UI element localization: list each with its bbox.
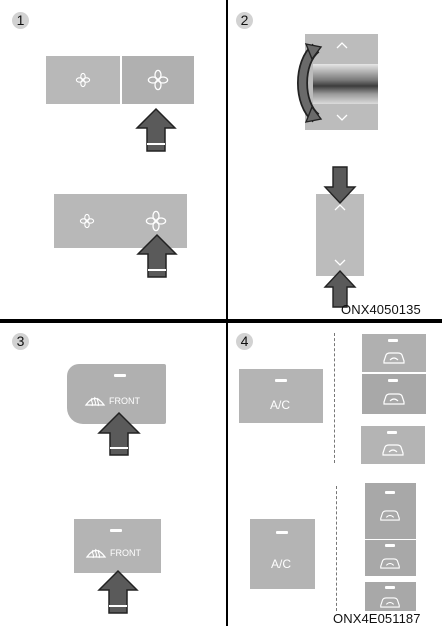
recirculation-car-icon bbox=[380, 597, 400, 608]
chevron-down-icon bbox=[334, 259, 346, 266]
push-arrow-icon bbox=[323, 269, 357, 308]
dashed-separator bbox=[334, 333, 335, 463]
ac-button[interactable]: A/C bbox=[239, 369, 323, 423]
front-defrost-icon bbox=[85, 548, 107, 559]
fan-down-button[interactable] bbox=[46, 56, 120, 104]
front-defrost-icon bbox=[84, 396, 106, 407]
indicator-light bbox=[385, 544, 395, 547]
recirculation-button[interactable] bbox=[365, 483, 416, 539]
ac-label: A/C bbox=[270, 398, 291, 412]
recirculation-car-icon bbox=[383, 352, 405, 364]
fan-icon bbox=[75, 72, 91, 88]
chevron-up-icon bbox=[334, 204, 346, 211]
vertical-divider-top bbox=[226, 0, 228, 319]
indicator-light bbox=[385, 586, 395, 589]
rotate-arrow-icon bbox=[297, 43, 323, 123]
recirculation-button[interactable] bbox=[365, 582, 416, 612]
fan-icon bbox=[79, 213, 95, 229]
step-number-3: 3 bbox=[12, 333, 29, 350]
chevron-up-icon bbox=[336, 42, 348, 49]
recirculation-button[interactable] bbox=[365, 540, 416, 576]
rotary-dial bbox=[313, 64, 378, 104]
step-number-2: 2 bbox=[236, 12, 253, 29]
indicator-light bbox=[387, 431, 397, 434]
figure-code-bottom: ONX4E051187 bbox=[332, 611, 422, 626]
dashed-separator bbox=[336, 486, 337, 611]
recirculation-car-icon bbox=[383, 393, 405, 405]
push-arrow-icon bbox=[135, 107, 177, 152]
fan-up-button[interactable] bbox=[122, 56, 194, 104]
push-down-arrow-icon bbox=[323, 166, 357, 205]
step-number-4: 4 bbox=[236, 333, 253, 350]
vertical-divider-bottom bbox=[226, 323, 228, 626]
front-label: FRONT bbox=[110, 548, 141, 558]
recirculation-car-icon bbox=[380, 558, 400, 569]
indicator-light bbox=[275, 379, 287, 382]
figure-code-top: ONX4050135 bbox=[341, 302, 421, 317]
fan-speed-button-panel[interactable] bbox=[54, 194, 187, 248]
front-defrost-button[interactable]: FRONT bbox=[67, 364, 166, 424]
push-arrow-icon bbox=[97, 411, 141, 456]
fan-speed-toggle-switch[interactable] bbox=[316, 194, 364, 276]
recirculation-car-icon bbox=[382, 444, 404, 456]
recirculation-button[interactable] bbox=[362, 374, 426, 414]
front-defrost-button[interactable]: FRONT bbox=[74, 519, 161, 573]
recirculation-button[interactable] bbox=[361, 426, 425, 464]
fan-icon bbox=[145, 210, 167, 232]
fan-icon bbox=[147, 69, 169, 91]
indicator-light bbox=[385, 491, 395, 494]
indicator-light bbox=[114, 374, 126, 377]
front-label: FRONT bbox=[109, 396, 140, 406]
horizontal-divider bbox=[0, 319, 442, 323]
ac-button[interactable]: A/C bbox=[250, 519, 315, 589]
ac-label: A/C bbox=[271, 557, 292, 571]
push-arrow-icon bbox=[97, 569, 139, 614]
step-number-1: 1 bbox=[12, 12, 29, 29]
recirculation-car-icon bbox=[380, 510, 400, 521]
indicator-light bbox=[276, 531, 288, 534]
recirculation-button[interactable] bbox=[362, 334, 426, 372]
indicator-light bbox=[110, 529, 122, 532]
push-arrow-icon bbox=[136, 233, 178, 278]
chevron-down-icon bbox=[336, 114, 348, 121]
indicator-light bbox=[388, 379, 398, 382]
indicator-light bbox=[388, 339, 398, 342]
